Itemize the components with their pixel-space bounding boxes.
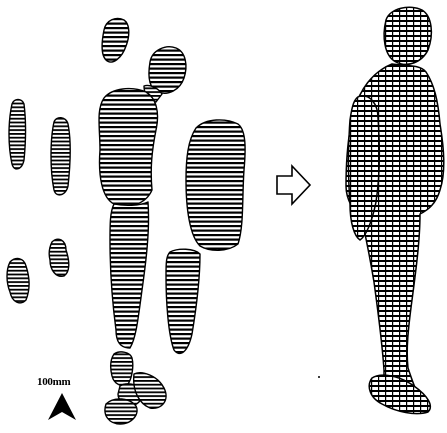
- segment-hand-b: [49, 239, 69, 276]
- segment-shin: [166, 249, 200, 353]
- segment-upper-arm-b: [51, 118, 70, 195]
- segment-foot-sole: [105, 399, 137, 424]
- stray-dot: [318, 376, 320, 378]
- segment-torso: [99, 89, 158, 207]
- scale-bar: [48, 393, 76, 420]
- assembled-body-model: [346, 7, 444, 413]
- segmented-body-parts: [7, 18, 245, 424]
- segment-upper-arm-a: [9, 100, 26, 169]
- segment-ankle: [111, 352, 133, 386]
- segment-torso-shell: [186, 120, 245, 250]
- arrowhead-up-icon: [48, 393, 76, 420]
- segment-thigh-left: [110, 202, 149, 348]
- scale-label: 100mm: [37, 376, 70, 388]
- assembled-head: [384, 7, 431, 64]
- segment-hand-upper: [102, 18, 129, 62]
- segment-head: [149, 47, 186, 93]
- assembled-foot: [369, 375, 430, 413]
- segment-hand-a: [7, 259, 29, 303]
- hollow-right-arrow-icon: [277, 166, 310, 204]
